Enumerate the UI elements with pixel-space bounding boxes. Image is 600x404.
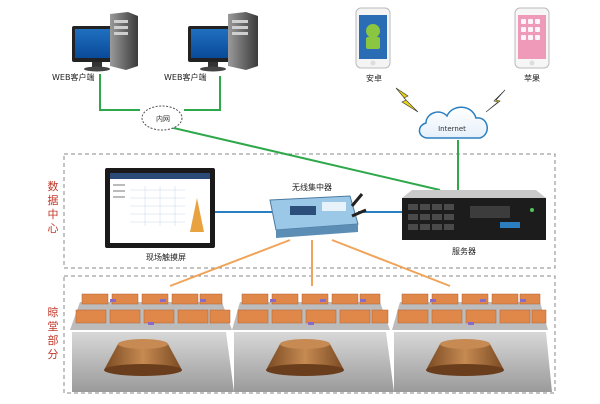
barn-scene-2	[232, 293, 394, 392]
link-client2-intranet	[184, 76, 221, 111]
wireless-concentrator-device	[269, 193, 367, 238]
web-client-pc-2	[188, 12, 258, 72]
wireless-links	[169, 239, 451, 287]
link-client1-intranet	[99, 74, 140, 111]
lightning-icon	[485, 89, 506, 113]
touch-display-device	[105, 168, 215, 248]
apple-phone-icon	[514, 7, 550, 69]
android-label: 安卓	[366, 74, 382, 83]
wireless-link-3	[331, 239, 451, 287]
concentrator-label: 无线集中器	[292, 183, 332, 192]
data-center-section-label: 数据中心	[47, 180, 59, 235]
network-links	[99, 74, 459, 192]
web-client-1-label: WEB客户端	[52, 73, 95, 82]
rack-server-device	[402, 190, 546, 240]
data-center-box	[63, 153, 556, 269]
intranet-cloud-icon	[141, 105, 183, 131]
lightning-icon	[395, 87, 419, 113]
monitor-screen	[191, 29, 235, 58]
android-phone-icon	[355, 7, 391, 69]
server-label: 服务器	[452, 247, 476, 256]
barn-section-label: 晾堂部分	[47, 306, 59, 361]
display-label: 现场触摸屏	[146, 253, 186, 262]
internet-cloud-icon	[418, 106, 488, 139]
web-client-2-label: WEB客户端	[164, 73, 207, 82]
link-intranet-server	[164, 125, 441, 191]
apple-label: 苹果	[524, 74, 540, 83]
internet-label: Internet	[438, 125, 466, 133]
grain-mound-icon	[104, 344, 182, 370]
barn-scene-3	[392, 293, 552, 392]
grain-mound-icon	[266, 344, 344, 370]
grain-mound-icon	[426, 344, 504, 370]
web-client-pc-1	[72, 12, 138, 72]
android-logo	[366, 24, 380, 38]
barn-scene-1	[70, 293, 234, 392]
wireless-link-1	[169, 239, 291, 287]
barn-box	[63, 275, 556, 394]
intranet-label: 内网	[156, 114, 170, 123]
